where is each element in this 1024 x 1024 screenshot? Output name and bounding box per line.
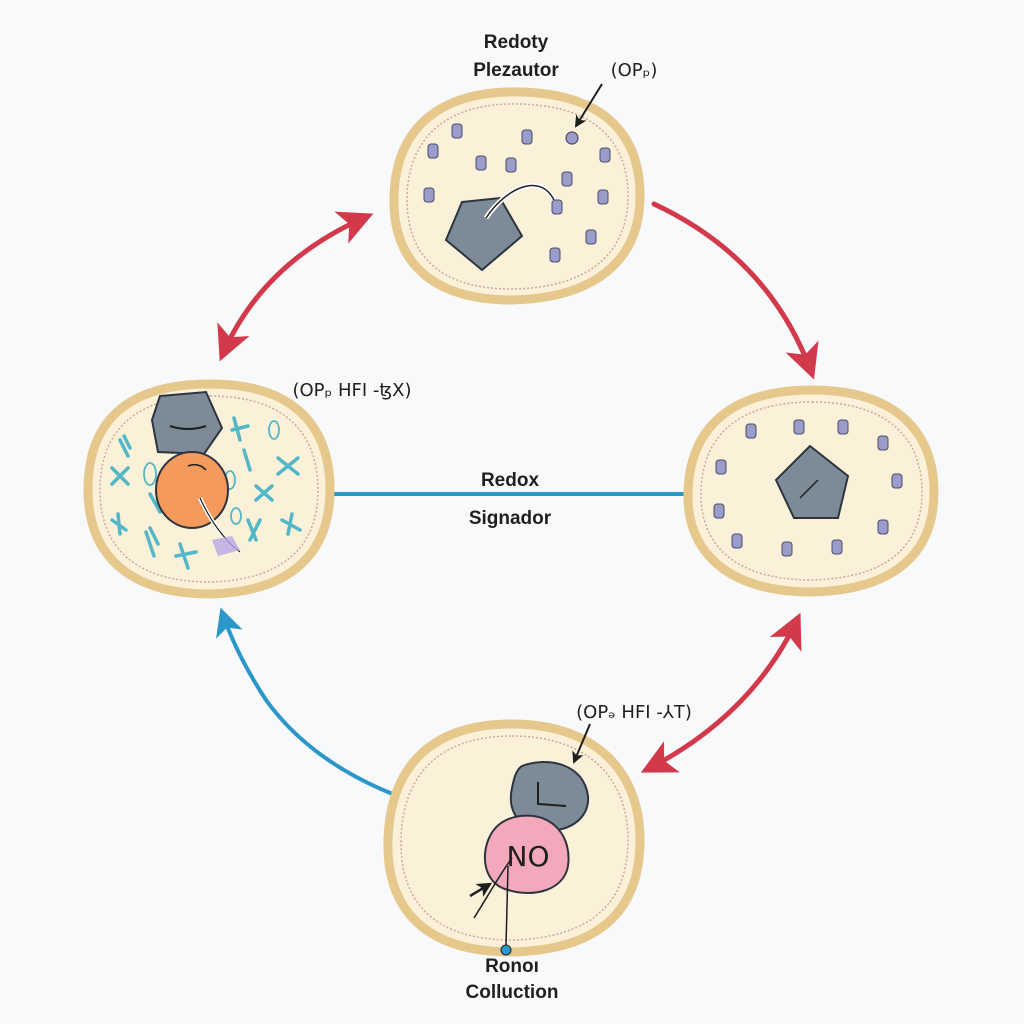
pointer-arrow [574, 83, 603, 128]
pointer-arrow [469, 882, 493, 898]
cell-right-inner-ring [700, 401, 923, 581]
nucleus-label: NO [507, 840, 550, 873]
nucleus [155, 451, 229, 529]
vesicle-group [713, 419, 903, 557]
vesicle-group [423, 123, 611, 263]
tether-dot [500, 944, 512, 956]
bottom-cell-formula: (OPₔ HFI -⅄T) [576, 702, 692, 723]
nucleus-tether [505, 865, 509, 947]
organelle-strand-outline [485, 184, 555, 219]
arrow-icon [651, 201, 819, 380]
bottom-label-line1: Ronoı [485, 956, 539, 977]
left-cell-formula: (OPₚ HFI -ꜩX) [292, 380, 411, 401]
filament-group [110, 416, 302, 570]
organelle [774, 444, 850, 519]
purple-granule [212, 536, 240, 556]
pointer-arrow [572, 723, 591, 764]
double-headed-arrow-icon [640, 612, 802, 773]
vesicle [565, 131, 579, 145]
nucleus-mark [187, 463, 207, 471]
cell-left-inner-ring [99, 395, 319, 583]
bottom-label-line2: Colluction [466, 982, 559, 1003]
nucleus [483, 814, 570, 894]
top-cell-formula: (OPₚ) [611, 60, 658, 81]
organelle-mark [169, 425, 207, 430]
cell-left [83, 379, 335, 599]
center-label-line2: Signador [469, 508, 552, 529]
organelle [444, 196, 524, 272]
center-label-line1: Redox [481, 470, 540, 491]
nucleus-tether-2 [473, 857, 513, 919]
arrow-icon [216, 607, 428, 808]
cell-right [683, 385, 939, 597]
organelle-mark [537, 782, 567, 807]
double-headed-arrow-icon [217, 211, 374, 362]
cell-bottom: NO [383, 719, 645, 957]
top-cell-title-line2: Plezautor [473, 60, 559, 81]
cell-top-inner-ring [406, 103, 629, 290]
cell-top [389, 87, 645, 305]
top-cell-title-line1: Redoty [484, 32, 549, 53]
organelle-mark [799, 479, 819, 499]
